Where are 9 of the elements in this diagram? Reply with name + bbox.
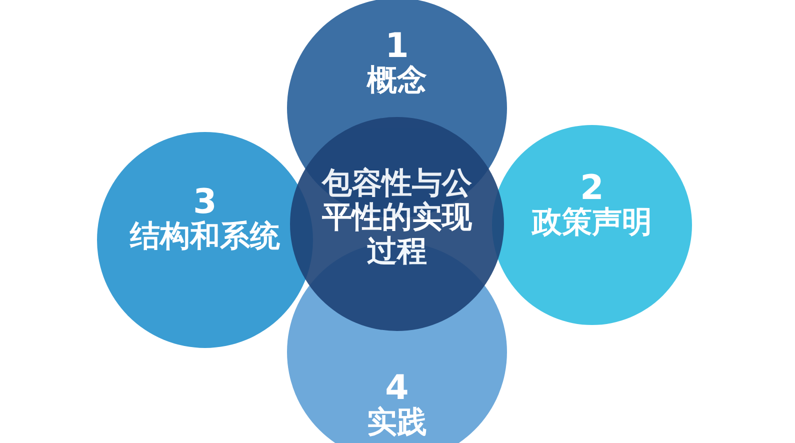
center-title: 包容性与公平性的实现过程 [320,167,473,269]
step-label: 政策声明 [532,206,652,240]
step-number: 4 [385,370,409,406]
step-number: 1 [385,28,409,64]
step-label: 实践 [366,406,428,440]
step-number: 2 [580,170,604,206]
step-label: 概念 [366,64,428,98]
step-label: 结构和系统 [130,220,280,254]
step-number: 3 [193,184,217,220]
